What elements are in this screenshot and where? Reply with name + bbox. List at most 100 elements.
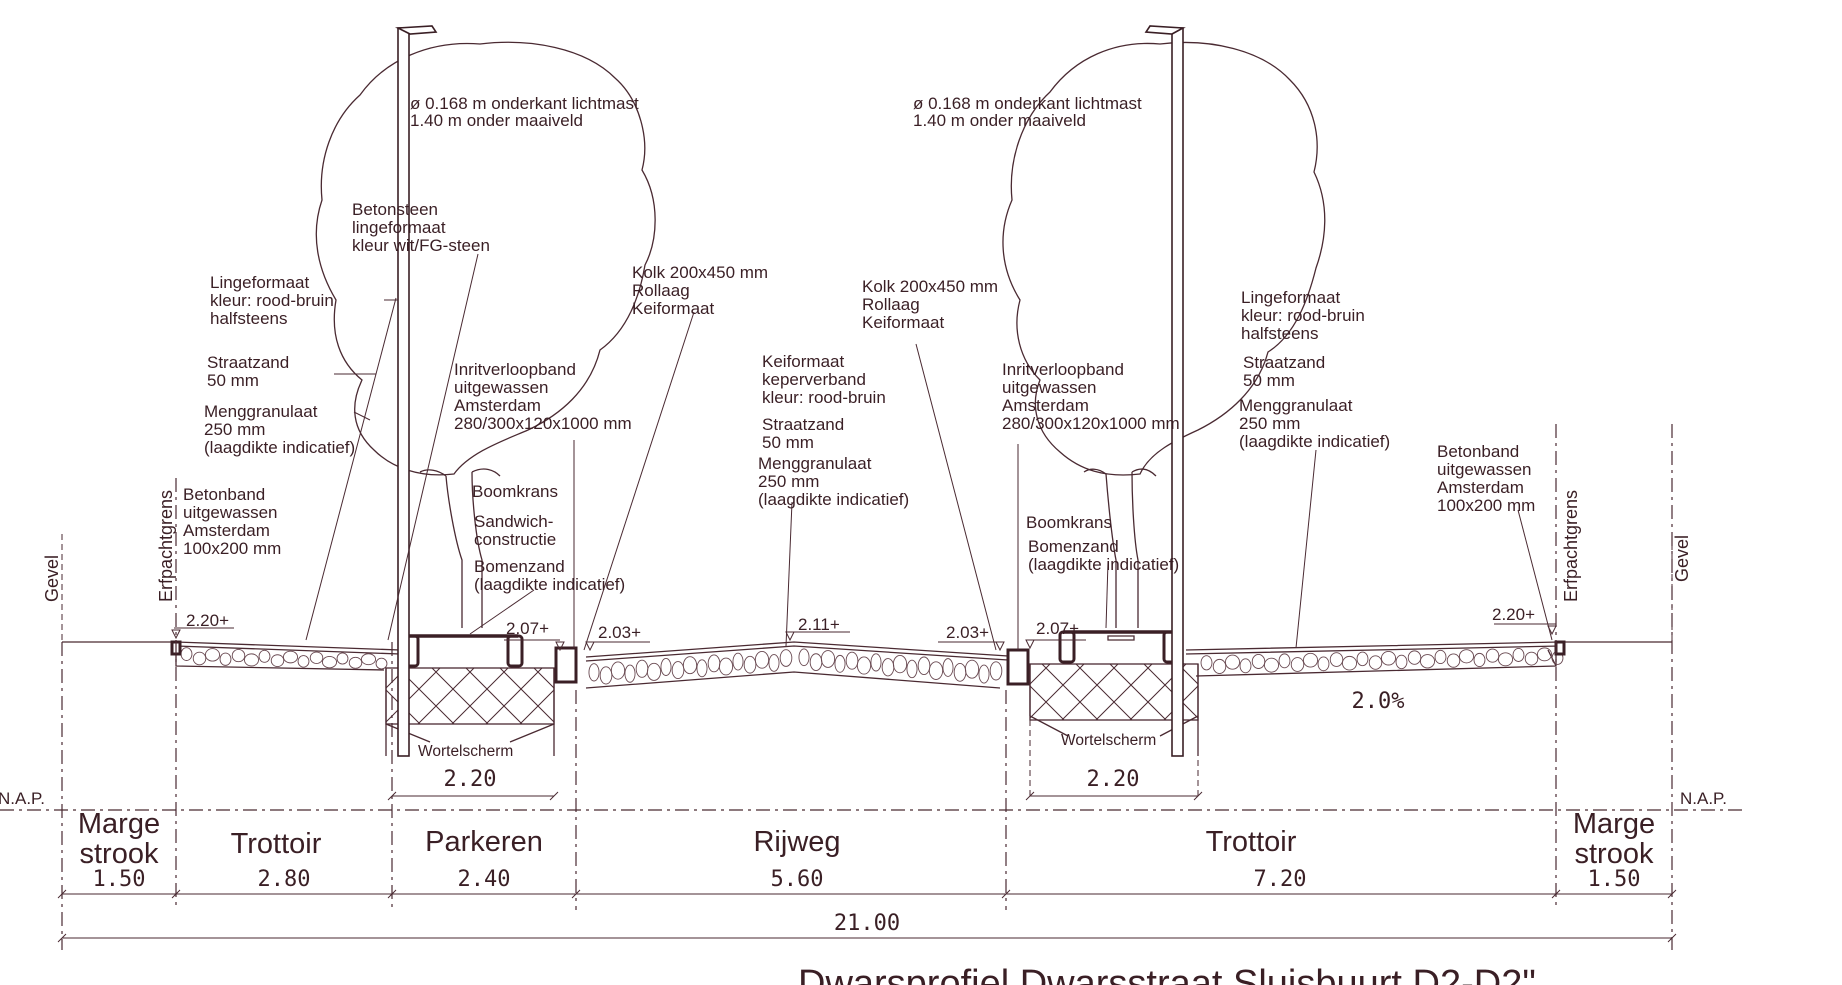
gravel-stone [682,656,698,675]
light-poles [394,25,1186,757]
pole-note-line-1: ø 0.168 m onderkant lichtmast [410,94,639,113]
kolk-line-2: Rollaag [862,295,920,314]
gravel-stone [1317,656,1330,672]
kolk-line-1: Kolk 200x450 mm [862,277,998,296]
bomenzand-line-2: (laagdikte indicatief) [1028,555,1179,574]
gravel-stone [1368,655,1383,670]
zone-name: Trottoir [1206,826,1297,858]
dimension-grid [0,424,1746,950]
right-pole-note: ø 0.168 m onderkant lichtmast 1.40 m ond… [913,94,1142,130]
inrit-line-3: Amsterdam [454,396,541,415]
right-annotations: Inritverloopband uitgewassen Amsterdam 2… [1002,288,1535,574]
gravel-stone [707,654,721,673]
gravel-stone [1341,655,1358,671]
zone-width: 2.40 [458,867,511,892]
gravel-stone [1512,648,1525,662]
betonband-line-1: Betonband [1437,442,1519,461]
gravel-stone [180,647,193,661]
right-tree-trunk [1083,468,1157,628]
tree-pits [385,663,1199,756]
pole-note-line-1: ø 0.168 m onderkant lichtmast [913,94,1142,113]
right-light-pole [1171,27,1184,757]
center-annotations: Kolk 200x450 mm Rollaag Keiformaat Keifo… [758,277,998,509]
inrit-line-2: uitgewassen [1002,378,1097,397]
inrit-line-1: Inritverloopband [1002,360,1124,379]
lingeformaat-line-3: halfsteens [1241,324,1319,343]
straatzand-line-1: Straatzand [762,415,844,434]
left-tree-pit-hatch [385,667,555,725]
betonband-line-4: 100x200 mm [183,539,281,558]
left-tree-crown [315,41,656,476]
menggranulaat-line-2: 250 mm [758,472,819,491]
zone-name: strook [1575,838,1654,870]
left-pit-width: 2.20 [444,767,497,792]
gravel-stone [942,658,954,677]
left-nap-label: N.A.P. [0,789,45,808]
gravel-stone [309,651,324,664]
zone-name: Marge [78,808,160,840]
menggranulaat-line-1: Menggranulaat [1239,396,1353,415]
betonband-line-1: Betonband [183,485,265,504]
level-label: 2.20+ [186,611,229,630]
betonband-line-2: uitgewassen [1437,460,1532,479]
right-lamp-head [1144,25,1186,35]
left-gevel-label: Gevel [42,555,62,602]
right-gevel-label: Gevel [1672,535,1692,582]
betonband-line-2: uitgewassen [183,503,278,522]
level-label: 2.07+ [506,619,549,638]
gravel-stone [754,651,770,669]
right-erfpacht-label: Erfpachtgrens [1561,490,1581,602]
betonsteen-line-2: lingeformaat [352,218,446,237]
gravel-stone [1419,654,1436,669]
left-erfpacht-label: Erfpachtgrens [156,490,176,602]
gravel-stone [624,664,636,683]
menggranulaat-line-1: Menggranulaat [758,454,872,473]
bomenzand-line-1: Bomenzand [1028,537,1119,556]
inrit-line-3: Amsterdam [1002,396,1089,415]
gravel-stone [820,650,836,668]
lingeformaat-line-1: Lingeformaat [210,273,310,292]
right-tree [1002,41,1326,628]
gravel-stone [870,653,882,672]
gravel-stone [1446,653,1461,668]
gravel-stone [192,651,207,666]
road-foundation [585,671,1001,689]
kolk-line-3: Keiformaat [632,299,714,318]
gravel-stone [989,661,1003,681]
gravel-stone [1239,658,1252,674]
gravel-stone [809,653,823,671]
gravel-stone [1251,654,1266,669]
lingeformaat-line-2: kleur: rood-bruin [1241,306,1365,325]
gravel-stone [1212,658,1227,674]
gravel-stone [375,657,388,670]
gravel-stone [917,656,931,676]
gravel-stone [635,659,649,678]
slope-label: 2.0% [1352,689,1405,714]
zone-labels: Marge strook 1.50 Trottoir 2.80 Parkeren… [78,808,1655,892]
gravel-stone [1524,651,1539,666]
gravel-stone [1497,652,1514,667]
zone-name: strook [80,838,159,870]
betonsteen-line-3: kleur wit/FG-steen [352,236,490,255]
inrit-line-1: Inritverloopband [454,360,576,379]
right-betonband [1554,640,1566,656]
gravel-stone [856,656,872,675]
kolk-line-3: Keiformaat [862,313,944,332]
zone-width: 5.60 [771,867,824,892]
gravel-stone [1458,649,1475,664]
left-light-pole [397,27,410,757]
sandwich-line-2: constructie [474,530,556,549]
gravel-stone [798,648,810,667]
level-label: 2.07+ [1036,619,1079,638]
keiformaat-line-1: Keiformaat [762,352,844,371]
gravel-stone [646,662,662,681]
keiformaat-line-2: keperverband [762,370,866,389]
straatzand-line-2: 50 mm [1243,371,1295,390]
straatzand-line-2: 50 mm [762,433,814,452]
straatzand-line-1: Straatzand [207,353,289,372]
ground-profile [62,641,1672,689]
gravel-stone [1263,657,1280,673]
gravel-stone [1380,651,1397,666]
betonband-line-3: Amsterdam [1437,478,1524,497]
gravel-stone [892,654,908,674]
